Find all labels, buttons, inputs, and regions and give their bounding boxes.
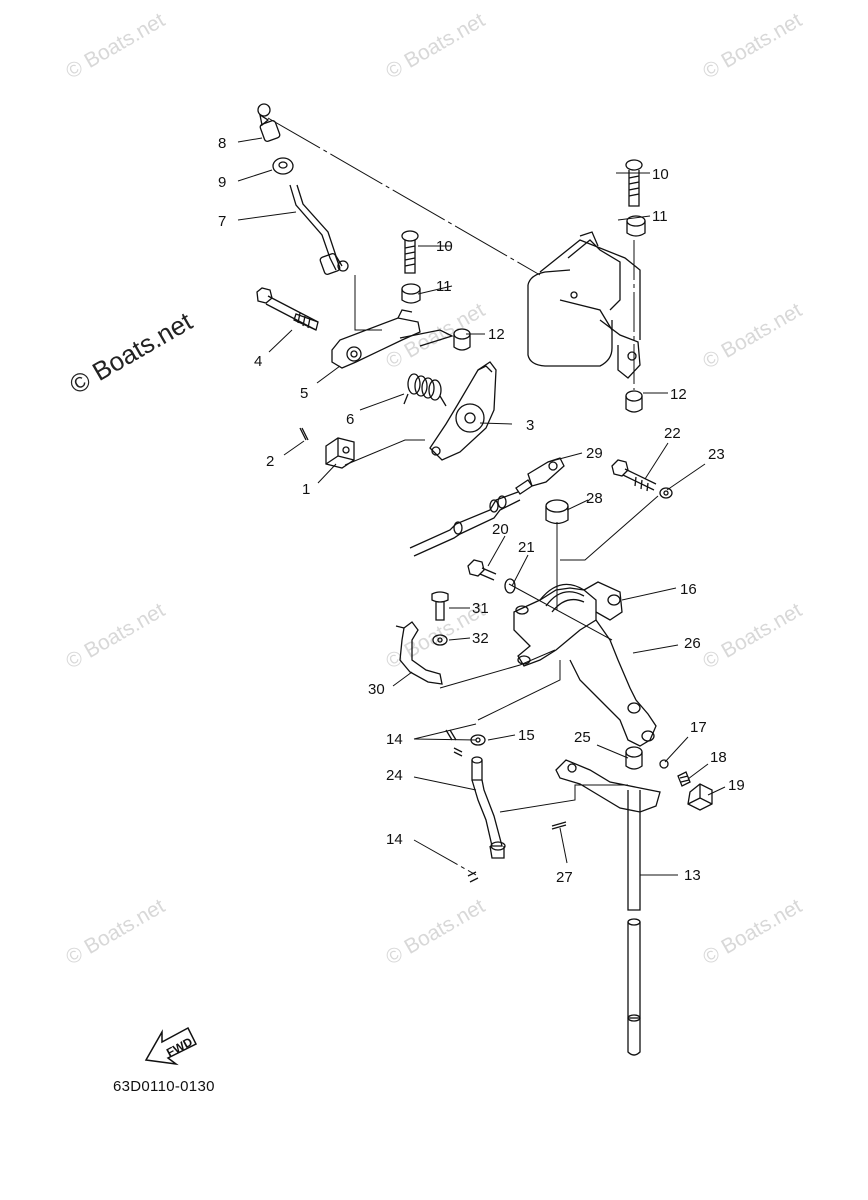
callout-24: 24 [386, 767, 403, 784]
callout-7: 7 [218, 213, 226, 230]
part-5-lever [331, 309, 454, 369]
part-30-clamp [395, 621, 443, 685]
callout-6: 6 [346, 411, 354, 428]
part-cable [409, 491, 521, 557]
callout-30: 30 [368, 681, 385, 698]
callout-20: 20 [492, 521, 509, 538]
callout-11a: 11 [652, 208, 668, 225]
part-6-spring [403, 373, 447, 407]
part-14-clip [445, 729, 463, 757]
callout-2: 2 [266, 453, 274, 470]
part-31-bolt [431, 591, 449, 621]
callout-14b: 14 [386, 831, 403, 848]
part-11-collar [401, 283, 421, 304]
callout-31: 31 [472, 600, 489, 617]
part-12-grommet [453, 328, 471, 351]
callout-25: 25 [574, 729, 591, 746]
callout-8: 8 [218, 135, 226, 152]
part-shift-plate [555, 759, 661, 813]
callout-3: 3 [526, 417, 534, 434]
part-16-bracket [513, 581, 657, 747]
callout-16: 16 [680, 581, 697, 598]
part-10-screw [401, 230, 419, 274]
part-housing [527, 231, 641, 379]
callout-1: 1 [302, 481, 310, 498]
part-4-bolt [256, 287, 319, 331]
part-2-pin [299, 427, 309, 441]
callout-21: 21 [518, 539, 535, 556]
part-32-washer [432, 634, 448, 646]
callout-10b: 10 [436, 238, 453, 255]
callout-4: 4 [254, 353, 262, 370]
callout-14a: 14 [386, 731, 403, 748]
part-11-collar [626, 215, 646, 237]
part-20-bolt [467, 559, 497, 581]
part-8-clip [257, 103, 281, 142]
part-27-pin [551, 821, 567, 830]
callout-28: 28 [586, 490, 603, 507]
part-14-clip [467, 871, 479, 883]
part-29-joint [515, 457, 565, 495]
callout-17: 17 [690, 719, 707, 736]
fwd-arrow-icon: FWD [144, 1026, 198, 1066]
callout-labels: 1 2 3 4 5 6 7 8 9 10 10 11 11 12 12 13 1… [218, 135, 745, 886]
callout-29: 29 [586, 445, 603, 462]
part-3-cam-plate [429, 361, 497, 461]
part-18-spring [677, 771, 691, 787]
callout-26: 26 [684, 635, 701, 652]
callout-27: 27 [556, 869, 573, 886]
part-23-washer [659, 487, 673, 499]
callout-5: 5 [300, 385, 308, 402]
part-28-bushing [545, 499, 569, 525]
part-12-grommet [625, 390, 643, 413]
part-17-pin [659, 759, 669, 769]
part-21-washer [504, 578, 516, 594]
part-22-bolt [611, 459, 657, 492]
part-1-block [325, 437, 355, 469]
callout-32: 32 [472, 630, 489, 647]
part-25-bushing [625, 746, 643, 770]
part-15-washer [470, 734, 486, 746]
callout-12b: 12 [670, 386, 687, 403]
part-19-cap [687, 783, 713, 811]
part-7-rod [289, 184, 349, 275]
drawing-code: 63D0110-0130 [113, 1078, 215, 1095]
callout-22: 22 [664, 425, 681, 442]
callout-15: 15 [518, 727, 535, 744]
callout-13: 13 [684, 867, 701, 884]
part-9-nut [272, 157, 294, 175]
part-13-shift-rod [627, 790, 641, 1056]
callout-9: 9 [218, 174, 226, 191]
part-10-screw [625, 159, 643, 207]
callout-11b: 11 [436, 278, 452, 295]
callout-12a: 12 [488, 326, 505, 343]
callout-10a: 10 [652, 166, 669, 183]
callout-19: 19 [728, 777, 745, 794]
callout-18: 18 [710, 749, 727, 766]
callout-23: 23 [708, 446, 725, 463]
part-24-shift-arm [471, 756, 506, 859]
